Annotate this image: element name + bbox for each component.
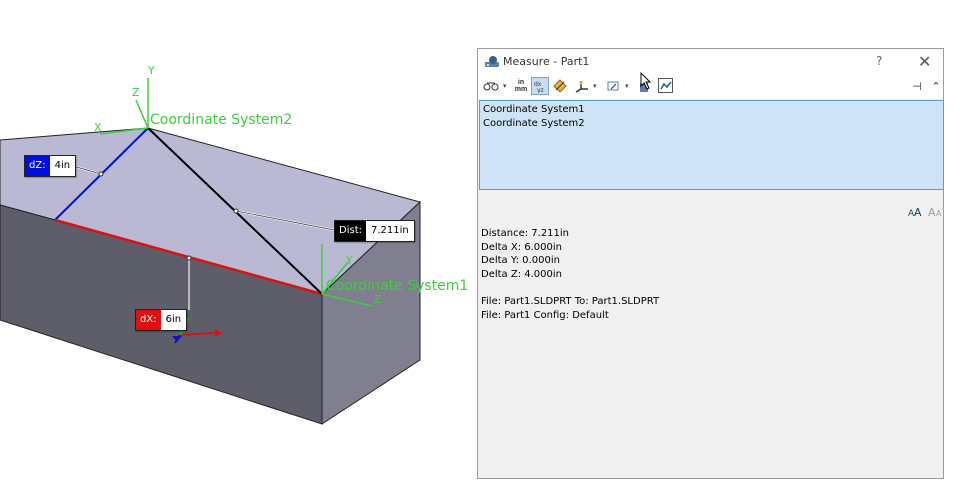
coordinate-system2-triad: [99, 78, 149, 135]
projection-dropdown-icon[interactable]: ▾: [593, 83, 597, 90]
help-button[interactable]: ?: [876, 54, 883, 68]
coordinate-dropdown-icon[interactable]: ▾: [625, 83, 629, 90]
dz-callout[interactable]: dZ: 4in: [24, 155, 77, 177]
measure-tool-icon: [485, 56, 499, 67]
svg-text:A: A: [914, 206, 922, 217]
dx-leader-point: [186, 255, 192, 261]
coordinate-system-icon[interactable]: [604, 77, 622, 95]
selection-item[interactable]: Coordinate System2: [483, 118, 585, 129]
dialog-titlebar[interactable]: Measure - Part1 ? ✕: [478, 49, 943, 75]
dialog-title: Measure - Part1: [503, 55, 590, 68]
origin-triad: [172, 317, 222, 344]
dz-callout-value: 4in: [49, 156, 76, 176]
cs2-z-label: Z: [132, 86, 140, 99]
file-config: File: Part1 Config: Default: [481, 310, 609, 321]
delta-z-result: Delta Z: 4.000in: [481, 269, 563, 280]
dx-callout[interactable]: dX: 6in: [135, 309, 188, 331]
cs2-y-label: Y: [148, 64, 155, 77]
graphics-viewport[interactable]: Y Z X Coordinate System2 Y Z Coordinate …: [0, 0, 470, 499]
distance-result: Distance: 7.211in: [481, 228, 570, 239]
svg-text:A: A: [928, 206, 936, 217]
coordinate-system1-triad: [321, 244, 373, 307]
history-icon[interactable]: [658, 78, 673, 93]
selection-item[interactable]: Coordinate System1: [483, 104, 585, 115]
projection-icon[interactable]: [573, 77, 591, 95]
arc-circle-measure-icon[interactable]: [482, 77, 500, 95]
dist-leader-point: [233, 208, 239, 214]
close-button[interactable]: ✕: [918, 52, 932, 71]
svg-text:A: A: [936, 209, 942, 217]
dz-leader-point: [98, 171, 104, 177]
point-to-point-icon[interactable]: [551, 77, 569, 95]
mouse-cursor-icon: [640, 72, 652, 90]
dist-callout[interactable]: Dist: 7.211in: [334, 220, 415, 242]
svg-text:yz: yz: [537, 87, 544, 93]
svg-text:dx: dx: [534, 81, 542, 88]
dist-callout-key: Dist:: [335, 221, 366, 241]
dx-callout-value: 6in: [160, 310, 187, 330]
coordinate-system1-label[interactable]: Coordinate System1: [326, 278, 469, 294]
delta-y-result: Delta Y: 0.000in: [481, 255, 560, 266]
arc-options-dropdown-icon[interactable]: ▾: [503, 83, 507, 90]
selection-list[interactable]: Coordinate System1 Coordinate System2: [479, 100, 944, 190]
dist-callout-value: 7.211in: [365, 221, 414, 241]
cs1-y-label: Y: [346, 254, 353, 267]
file-reference: File: Part1.SLDPRT To: Part1.SLDPRT: [481, 296, 660, 307]
svg-text:A: A: [908, 209, 915, 217]
part-model: [0, 78, 421, 425]
dx-callout-key: dX:: [136, 310, 161, 330]
dz-callout-key: dZ:: [25, 156, 50, 176]
delta-x-result: Delta X: 6.000in: [481, 242, 563, 253]
pin-button[interactable]: ⊣: [912, 80, 922, 93]
coordinate-system2-label[interactable]: Coordinate System2: [150, 112, 293, 128]
cs1-z-label: Z: [374, 293, 382, 306]
collapse-button[interactable]: ⌃: [931, 80, 941, 93]
cs2-x-label: X: [94, 121, 102, 134]
